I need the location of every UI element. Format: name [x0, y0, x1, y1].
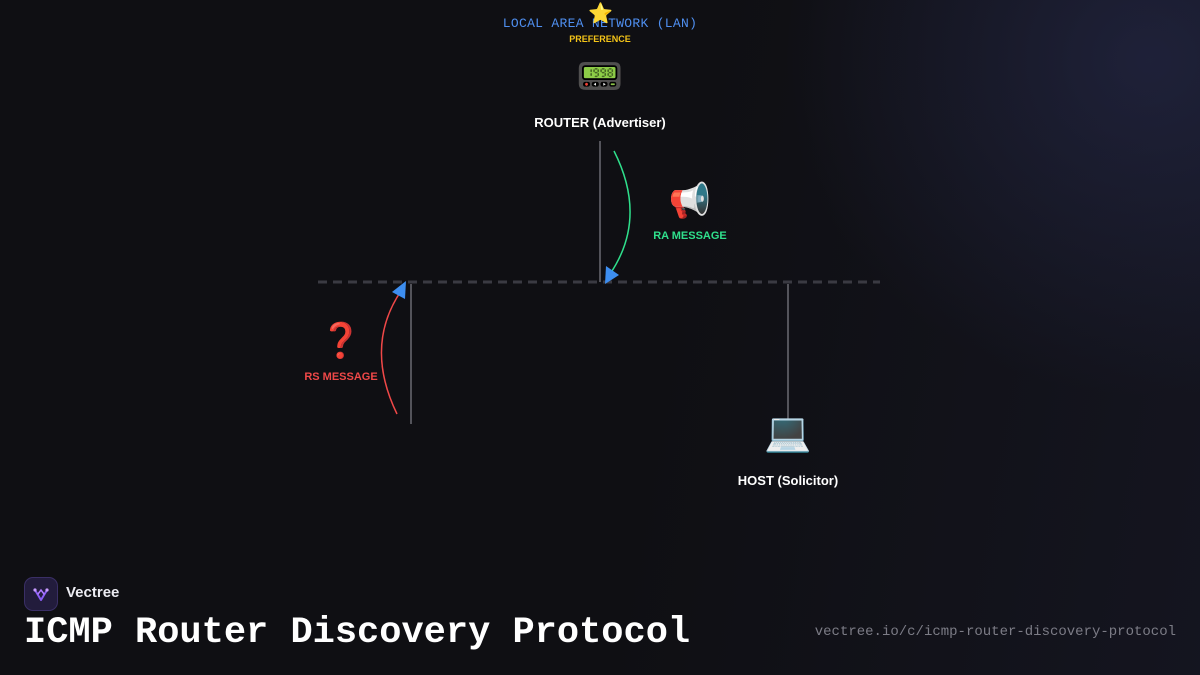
- brand-name: Vectree: [66, 584, 120, 601]
- star-icon: ⭐: [588, 3, 613, 25]
- vectree-logo: [24, 577, 58, 611]
- rs-arrowhead: [392, 281, 406, 299]
- host-label: HOST (Solicitor): [737, 473, 839, 488]
- page-url[interactable]: vectree.io/c/icmp-router-discovery-proto…: [814, 624, 1176, 640]
- router-label: ROUTER (Advertiser): [534, 115, 666, 130]
- pager-icon: 📟: [576, 56, 624, 98]
- megaphone-icon: 📢: [668, 182, 712, 220]
- ra-arrowhead: [605, 266, 619, 284]
- page-title: ICMP Router Discovery Protocol: [24, 612, 691, 654]
- question-icon: ❓: [319, 322, 363, 360]
- laptop-icon: 💻: [764, 412, 812, 454]
- ra-message-path: [609, 150, 631, 275]
- rs-message-path: [380, 290, 402, 415]
- preference-label: PREFERENCE: [569, 34, 631, 44]
- lan-title: LOCAL AREA NETWORK (LAN): [502, 16, 698, 31]
- rs-message-label: RS MESSAGE: [304, 371, 378, 383]
- ra-message-label: RA MESSAGE: [653, 230, 727, 242]
- logo-mark-icon: [33, 588, 49, 601]
